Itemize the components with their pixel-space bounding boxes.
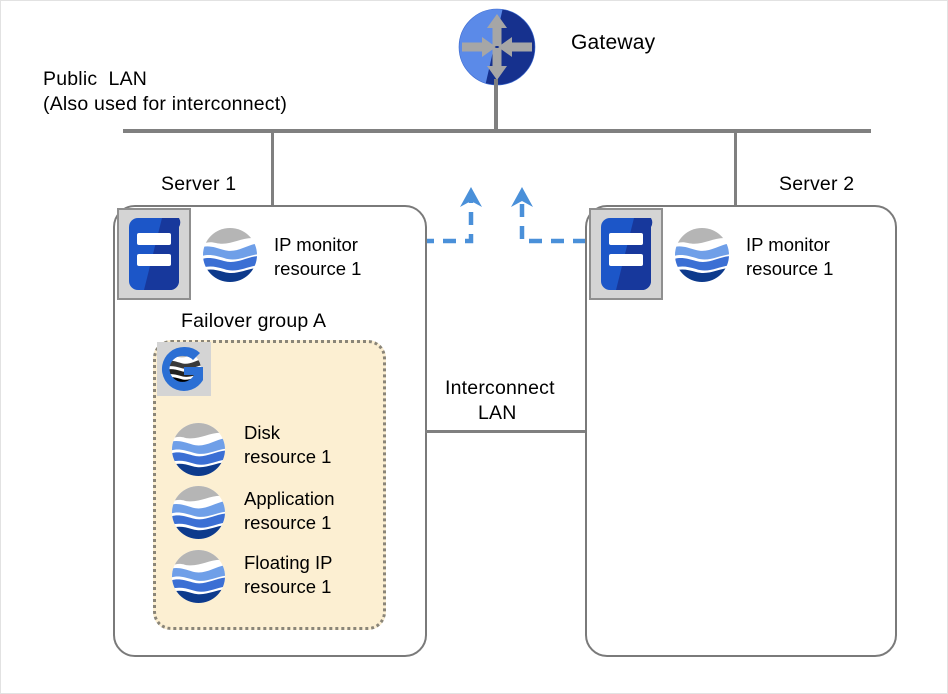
server1-ip-monitor-label-line2: resource 1 bbox=[274, 258, 362, 279]
server2-name-label: Server 2 bbox=[779, 173, 855, 195]
resource-globe-icon bbox=[171, 549, 226, 604]
server1-ip-monitor-label-line1: IP monitor bbox=[274, 234, 358, 255]
gateway-drop-line bbox=[494, 79, 498, 131]
router-icon bbox=[458, 8, 536, 86]
server-icon bbox=[589, 208, 663, 300]
disk-resource-label-line2: resource 1 bbox=[244, 446, 332, 467]
resource-globe-icon bbox=[202, 227, 258, 283]
failover-group-icon bbox=[157, 342, 211, 396]
application-resource-label-line1: Application bbox=[244, 488, 335, 509]
application-resource-label-line2: resource 1 bbox=[244, 512, 332, 533]
interconnect-lan-line bbox=[425, 430, 588, 433]
public-lan-label-line1: Public LAN bbox=[43, 68, 148, 90]
floating-ip-resource-label-line2: resource 1 bbox=[244, 576, 332, 597]
server2-ip-monitor-label-line1: IP monitor bbox=[746, 234, 830, 255]
disk-resource-label-line1: Disk bbox=[244, 422, 280, 443]
resource-globe-icon bbox=[171, 485, 226, 540]
server2-drop-line bbox=[734, 131, 737, 207]
public-lan-label-line2: (Also used for interconnect) bbox=[43, 93, 288, 115]
gateway-label: Gateway bbox=[571, 31, 656, 54]
ip-monitor-path-group bbox=[285, 187, 722, 306]
resource-globe-icon bbox=[171, 422, 226, 477]
interconnect-lan-label-line2: LAN bbox=[478, 402, 517, 424]
interconnect-lan-label-line1: Interconnect bbox=[445, 377, 555, 399]
public-lan-bus bbox=[123, 129, 871, 133]
floating-ip-resource-label-line1: Floating IP bbox=[244, 552, 333, 573]
server-icon bbox=[117, 208, 191, 300]
server1-name-label: Server 1 bbox=[161, 173, 237, 195]
failover-group-label: Failover group A bbox=[181, 310, 327, 332]
server1-drop-line bbox=[271, 131, 274, 207]
resource-globe-icon bbox=[674, 227, 730, 283]
server2-ip-monitor-label-line2: resource 1 bbox=[746, 258, 834, 279]
